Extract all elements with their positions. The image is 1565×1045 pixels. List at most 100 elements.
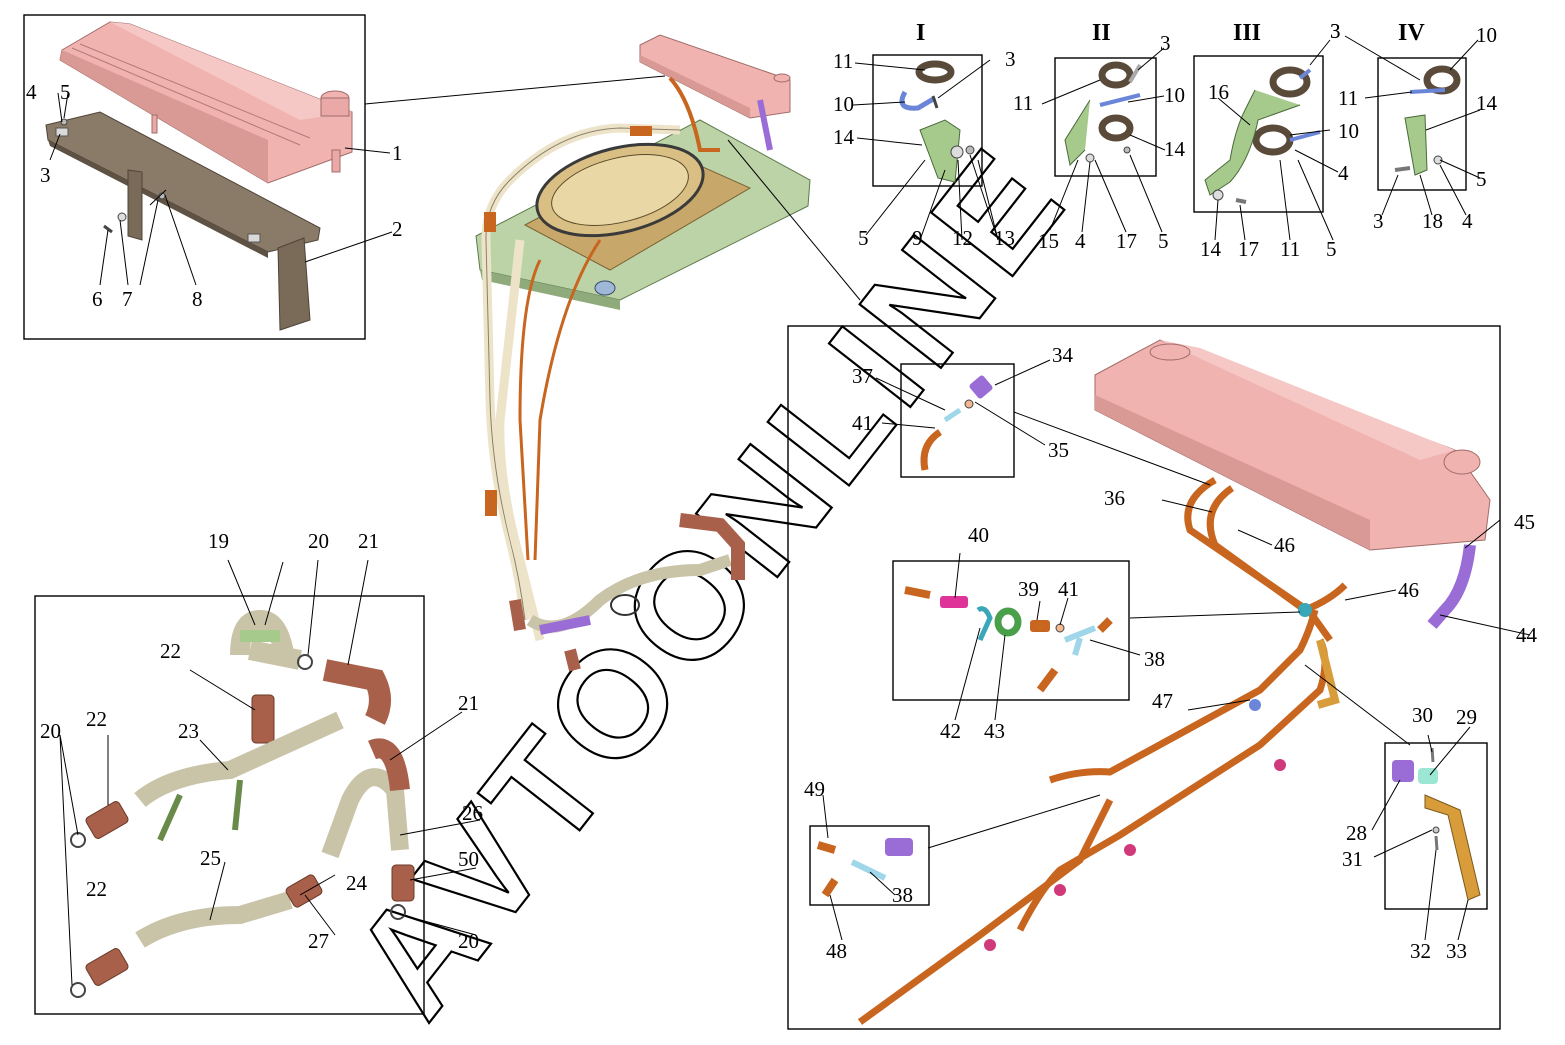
callout-c34: 34 [1052, 343, 1074, 367]
expansion-tank-detail [45, 21, 393, 331]
callout-c27: 27 [308, 929, 329, 953]
frame-expansion-tank [23, 14, 366, 340]
hose-46 [1206, 485, 1348, 614]
callout-c21a: 21 [358, 529, 379, 553]
callout-c2: 2 [392, 217, 403, 241]
frame-detail-III [1193, 55, 1324, 213]
callout-c13: 13 [994, 226, 1015, 250]
callout-c5e: 5 [1476, 167, 1487, 191]
callout-c46b: 46 [1398, 578, 1419, 602]
callout-c20a: 20 [308, 529, 329, 553]
callout-c3a: 3 [40, 163, 51, 187]
hose-clamp-icon [1269, 66, 1311, 98]
frame-tap-connector [900, 363, 1015, 478]
callout-c19: 19 [208, 529, 229, 553]
hose-clamp-icon [1423, 65, 1461, 95]
callout-c24: 24 [346, 871, 368, 895]
tank-outlet [331, 149, 341, 173]
vent-hose [668, 76, 720, 152]
callout-c3f: 3 [1373, 209, 1384, 233]
roman-label-III: III [1233, 20, 1261, 46]
callout-c21b: 21 [458, 691, 479, 715]
detail-frames [23, 14, 1501, 1030]
callout-c3d: 3 [1330, 19, 1341, 43]
tee-38 [1063, 625, 1097, 643]
callout-c50: 50 [458, 847, 479, 871]
hose-39 [1030, 620, 1050, 632]
callout-c10c: 10 [1338, 119, 1359, 143]
callout-c14d: 14 [1476, 91, 1498, 115]
bolt-plate [55, 127, 69, 137]
clip-42 [976, 606, 993, 642]
hose-clamp-icon [915, 60, 955, 84]
bolt-icon [103, 224, 113, 234]
bolt-icon [931, 95, 939, 109]
callout-c16: 16 [1208, 80, 1229, 104]
callout-c1: 1 [392, 141, 403, 165]
callout-c28: 28 [1346, 821, 1367, 845]
callout-c6: 6 [92, 287, 103, 311]
elbow-brown [679, 513, 745, 580]
callout-c33: 33 [1446, 939, 1467, 963]
sleeve-50 [391, 864, 415, 902]
detail-I: I [852, 20, 999, 241]
callout-c47: 47 [1152, 689, 1173, 713]
callout-c20b: 20 [40, 719, 61, 743]
frame-small-tee [809, 825, 930, 906]
callout-c4c: 4 [1338, 161, 1349, 185]
callout-c11a: 11 [833, 49, 853, 73]
frame-hose-kit [34, 595, 425, 1015]
callout-c44: 44 [1516, 623, 1538, 647]
hose-kit [59, 559, 481, 998]
callout-c10d: 10 [1476, 23, 1497, 47]
callout-c38a: 38 [1144, 647, 1165, 671]
callout-c8: 8 [192, 287, 203, 311]
callout-c11c: 11 [1280, 237, 1300, 261]
callout-c39: 39 [1018, 577, 1039, 601]
callout-c38b: 38 [892, 883, 913, 907]
callout-c11d: 11 [1338, 86, 1358, 110]
callout-c41a: 41 [852, 411, 873, 435]
hose-clamp-icon [1098, 61, 1134, 89]
hose-45 [1427, 544, 1476, 629]
callout-c42: 42 [940, 719, 961, 743]
hose-25 [135, 891, 293, 948]
callout-c4a: 4 [26, 80, 37, 104]
clip-29 [1418, 768, 1438, 784]
callout-c45: 45 [1514, 510, 1535, 534]
callout-c10b: 10 [1164, 83, 1185, 107]
sleeve-22 [251, 694, 275, 744]
hose-36 [1184, 476, 1333, 643]
callout-c22c: 22 [86, 877, 107, 901]
bolt-icon [1394, 166, 1411, 172]
hose-main-run [857, 798, 1114, 1025]
valve-34 [969, 375, 993, 399]
callout-c12: 12 [952, 226, 973, 250]
callout-c3b: 3 [1005, 47, 1016, 71]
clamp-ring-icon [70, 832, 86, 848]
callout-c37: 37 [852, 364, 873, 388]
callout-c5d: 5 [1326, 237, 1337, 261]
ring-43 [994, 607, 1022, 637]
detail-IV: IV [1344, 20, 1481, 216]
callout-c4d: 4 [1462, 209, 1473, 233]
heater-core-assembly [364, 34, 861, 672]
detail-II: II [1041, 20, 1166, 233]
callout-c40: 40 [968, 523, 989, 547]
callout-c48: 48 [826, 939, 847, 963]
callout-c29: 29 [1456, 705, 1477, 729]
clip-icon [899, 90, 937, 111]
nut-icon [60, 118, 68, 126]
filler-cap [1149, 343, 1191, 361]
callout-c5c: 5 [1158, 229, 1169, 253]
callout-c17b: 17 [1238, 237, 1259, 261]
callout-c26: 26 [462, 801, 483, 825]
callout-c14c: 14 [1200, 237, 1222, 261]
callout-c35: 35 [1048, 438, 1069, 462]
fitting-37 [943, 407, 962, 423]
callout-c11b: 11 [1013, 91, 1033, 115]
roman-label-IV: IV [1398, 20, 1425, 46]
callout-c41b: 41 [1058, 577, 1079, 601]
callout-c14b: 14 [1164, 137, 1186, 161]
